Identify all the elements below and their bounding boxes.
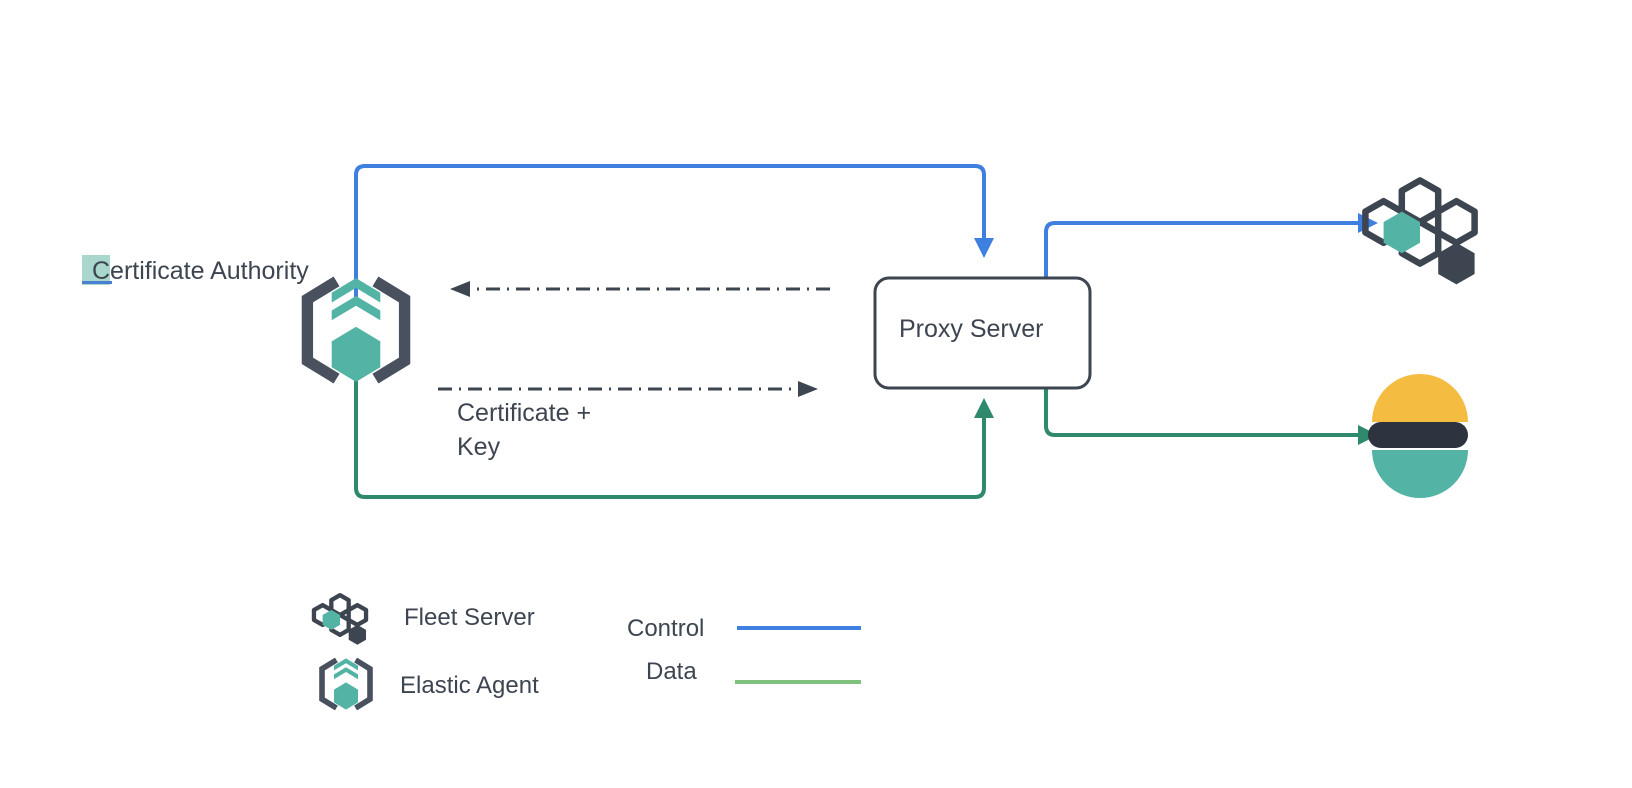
certificate-key-line-2: Key	[457, 433, 501, 461]
legend-elastic-agent-icon	[319, 657, 373, 711]
elastic-agent-icon	[301, 276, 411, 384]
certificate-key-edge-label: Certificate + Key	[457, 396, 591, 464]
edge-data-proxy-to-elasticsearch	[1044, 388, 1378, 445]
node-proxy-server[interactable]	[873, 276, 1092, 390]
legend-line-control-label: Control	[627, 615, 705, 642]
legend-fleet-server-icon	[311, 592, 369, 645]
edge-control-agent-to-proxy	[354, 164, 994, 300]
certificate-key-line-1: Certificate +	[457, 399, 592, 427]
certificate-authority-underline	[82, 281, 112, 284]
legend-line-data-label: Data	[646, 658, 697, 685]
edge-data-agent-to-proxy	[354, 372, 994, 499]
edge-control-proxy-to-fleet	[1044, 213, 1378, 278]
elasticsearch-icon	[1368, 374, 1468, 498]
fleet-server-icon	[1362, 177, 1478, 285]
certificate-authority-label: Certificate Authority	[92, 257, 309, 285]
legend-item-fleet-server-label: Fleet Server	[404, 604, 535, 631]
certificate-authority-highlight	[82, 255, 110, 285]
legend-item-elastic-agent-label: Elastic Agent	[400, 672, 539, 699]
proxy-server-label: Proxy Server	[899, 315, 1044, 343]
